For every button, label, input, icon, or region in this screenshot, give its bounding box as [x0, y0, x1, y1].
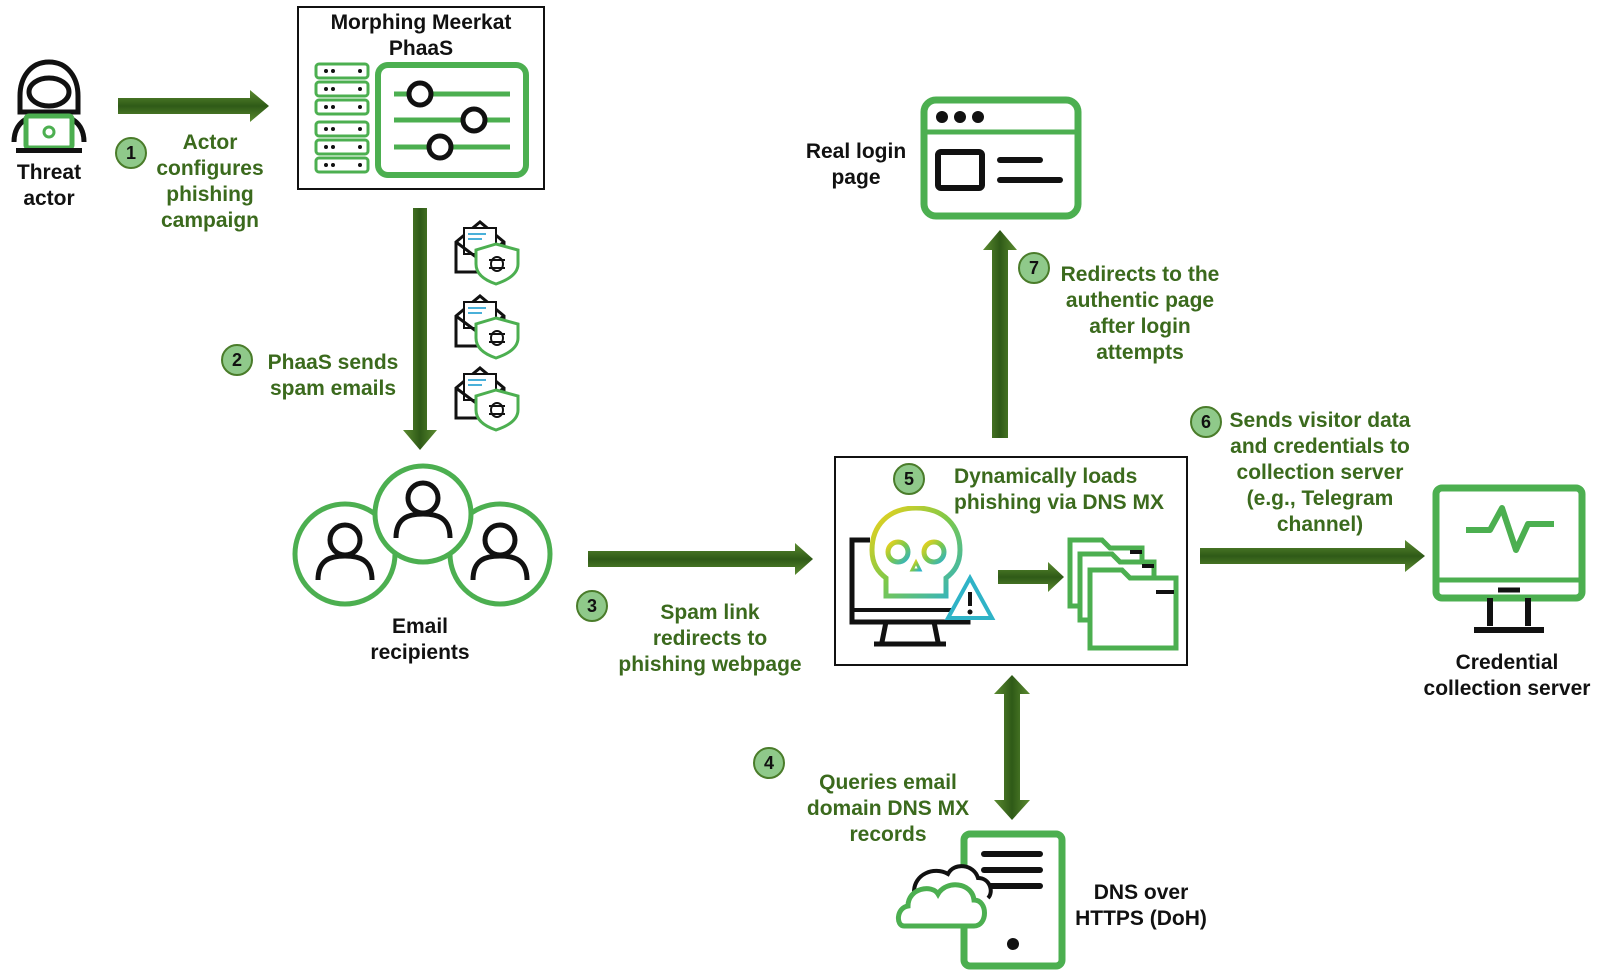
step-2-badge: 2	[221, 344, 253, 376]
cloud-server-icon	[896, 830, 1066, 970]
user-group-icon	[292, 463, 553, 607]
step-6-badge: 6	[1190, 406, 1222, 438]
phaas-box	[297, 6, 545, 190]
arrow-step-3	[588, 543, 813, 575]
folders-icon	[1067, 537, 1179, 651]
step-4-badge: 4	[753, 747, 785, 779]
monitor-pulse-icon	[1432, 484, 1586, 633]
arrow-step-6	[1200, 540, 1425, 572]
arrow-step-2	[403, 208, 437, 450]
step-5-badge: 5	[893, 463, 925, 495]
arrow-step-7	[983, 230, 1017, 438]
browser-window-icon	[920, 96, 1082, 220]
arrow-step-4	[994, 675, 1030, 820]
step-1-badge: 1	[115, 137, 147, 169]
hooded-hacker-icon	[11, 59, 87, 153]
arrow-step-1	[118, 90, 269, 122]
malicious-email-icon	[454, 220, 520, 432]
step-7-badge: 7	[1018, 252, 1050, 284]
phishing-host-box	[834, 456, 1188, 666]
step-3-badge: 3	[576, 590, 608, 622]
server-settings-icon	[314, 62, 529, 178]
skull-monitor-icon	[849, 506, 996, 647]
arrow-step-5	[998, 562, 1064, 592]
